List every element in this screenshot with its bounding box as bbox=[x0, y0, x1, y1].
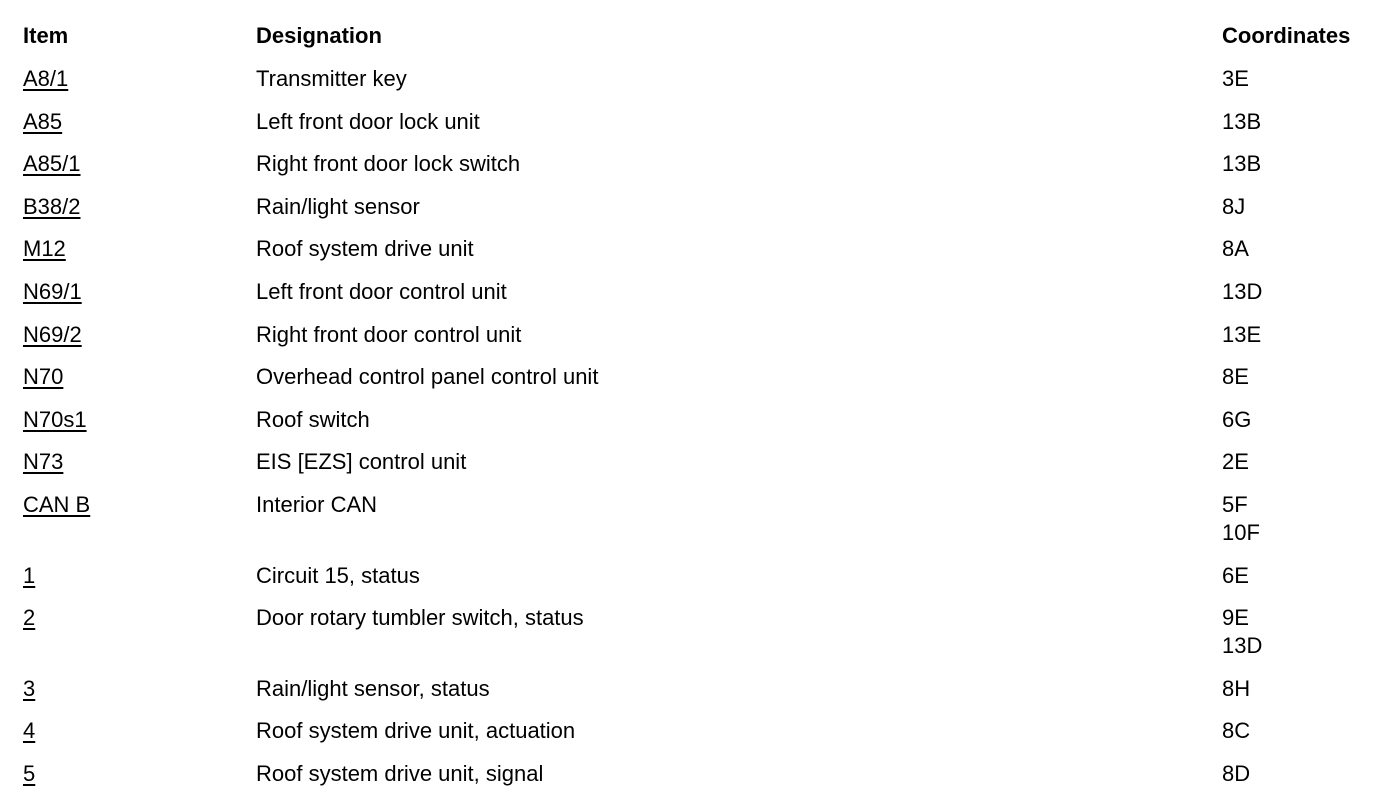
designation-text: Transmitter key bbox=[256, 66, 407, 91]
coordinate-value: 13B bbox=[1222, 108, 1262, 134]
coordinate-value: 13D bbox=[1222, 633, 1263, 659]
coordinates-cell: 8D bbox=[1222, 760, 1250, 788]
designation-text: Roof system drive unit, signal bbox=[256, 761, 544, 786]
coordinate-value: 3E bbox=[1222, 66, 1249, 91]
item-link[interactable]: 5 bbox=[23, 761, 36, 786]
item-link[interactable]: A85/1 bbox=[23, 151, 81, 177]
designation-text: EIS [EZS] control unit bbox=[256, 449, 467, 475]
coordinate-value: 13E bbox=[1222, 321, 1262, 347]
designation-text: Roof system drive unit, actuation bbox=[256, 718, 576, 744]
item-link[interactable]: B38/2 bbox=[23, 193, 81, 219]
coordinate-value: 13D bbox=[1222, 279, 1263, 304]
coordinate-value: 6G bbox=[1222, 406, 1252, 432]
coordinate-value: 6E bbox=[1222, 562, 1249, 588]
coordinate-value: 8A bbox=[1222, 236, 1249, 262]
coordinates-cell: 6G bbox=[1222, 406, 1251, 434]
coordinates-cell: 13B bbox=[1222, 150, 1261, 178]
coordinate-value: 8H bbox=[1222, 675, 1251, 701]
item-link[interactable]: M12 bbox=[23, 236, 66, 262]
item-link[interactable]: 3 bbox=[23, 675, 36, 701]
item-link[interactable]: 2 bbox=[23, 605, 36, 631]
header-item: Item bbox=[23, 23, 69, 48]
designation-text: Right front door lock switch bbox=[256, 151, 521, 177]
item-link[interactable]: 1 bbox=[23, 562, 36, 588]
coordinate-value: 10F bbox=[1222, 520, 1260, 545]
header-coordinates: Coordinates bbox=[1222, 23, 1351, 48]
item-link[interactable]: N70 bbox=[23, 364, 64, 390]
coordinates-cell: 8H bbox=[1222, 675, 1250, 703]
coordinates-cell: 13E bbox=[1222, 321, 1261, 349]
designation-text: Right front door control unit bbox=[256, 321, 522, 347]
designation-text: Door rotary tumbler switch, status bbox=[256, 605, 584, 631]
item-link[interactable]: N73 bbox=[23, 449, 64, 475]
designation-text: Rain/light sensor bbox=[256, 193, 420, 219]
item-link[interactable]: N69/2 bbox=[23, 321, 82, 347]
coordinates-cell: 6E bbox=[1222, 562, 1249, 590]
designation-text: Circuit 15, status bbox=[256, 562, 420, 588]
designation-text: Overhead control panel control unit bbox=[256, 364, 599, 390]
item-link[interactable]: 4 bbox=[23, 718, 36, 744]
coordinates-cell: 8E bbox=[1222, 363, 1249, 391]
coordinate-value: 9E bbox=[1222, 605, 1249, 631]
coordinates-cell: 2E bbox=[1222, 448, 1249, 476]
item-link[interactable]: A85 bbox=[23, 108, 63, 134]
header-designation: Designation bbox=[256, 23, 382, 48]
item-link[interactable]: N69/1 bbox=[23, 279, 82, 304]
coordinates-cell: 13D bbox=[1222, 278, 1262, 306]
coordinates-cell: 8C bbox=[1222, 717, 1250, 745]
designation-text: Roof system drive unit bbox=[256, 236, 474, 262]
coordinates-cell: 8J bbox=[1222, 193, 1245, 221]
designation-text: Rain/light sensor, status bbox=[256, 675, 490, 701]
coordinates-cell: 13B bbox=[1222, 108, 1261, 136]
item-link[interactable]: A8/1 bbox=[23, 66, 69, 91]
coordinates-cell: 3E bbox=[1222, 65, 1249, 93]
designation-text: Left front door control unit bbox=[256, 279, 507, 304]
coordinate-value: 13B bbox=[1222, 151, 1262, 177]
coordinate-value: 8E bbox=[1222, 364, 1249, 390]
designation-text: Left front door lock unit bbox=[256, 108, 480, 134]
coordinate-value: 5F bbox=[1222, 492, 1248, 517]
coordinate-value: 2E bbox=[1222, 449, 1249, 475]
designation-text: Interior CAN bbox=[256, 492, 378, 517]
coordinate-value: 8J bbox=[1222, 193, 1246, 219]
coordinates-cell: 8A bbox=[1222, 235, 1249, 263]
item-link[interactable]: N70s1 bbox=[23, 406, 87, 432]
coordinate-value: 8D bbox=[1222, 761, 1251, 786]
coordinate-value: 8C bbox=[1222, 718, 1251, 744]
designation-text: Roof switch bbox=[256, 406, 370, 432]
item-link[interactable]: CAN B bbox=[23, 492, 91, 517]
